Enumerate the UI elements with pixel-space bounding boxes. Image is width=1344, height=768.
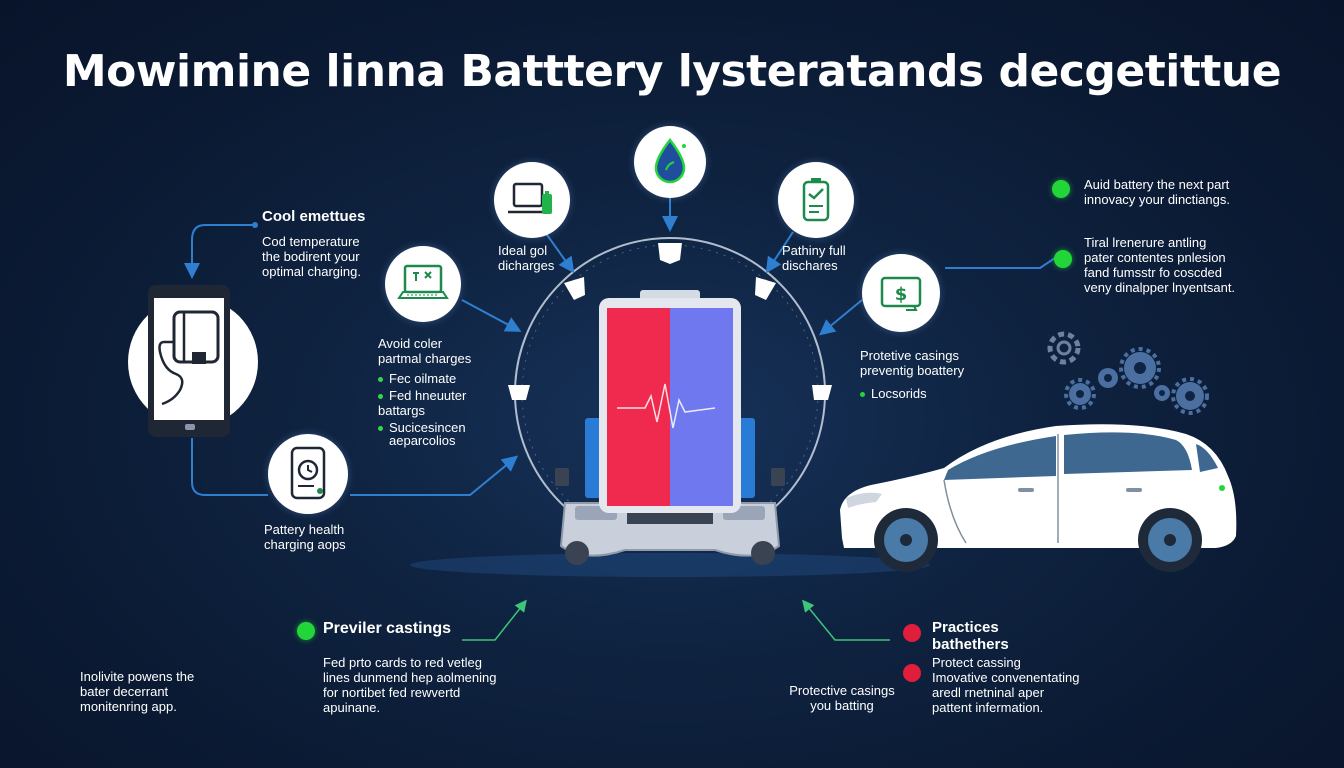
avoid-text: Avoid coler partmal charges <box>378 336 471 366</box>
protect-dot <box>903 664 921 682</box>
laptop-icon <box>494 162 570 238</box>
car-icon <box>836 418 1242 578</box>
protect-text: Protect cassing Imovative convenentating… <box>932 655 1079 715</box>
cool-line: the bodirent your <box>262 249 360 264</box>
phone-charging-icon <box>128 282 258 442</box>
avid-dot <box>1052 180 1070 198</box>
protective-right-text: Protetive casings preventig boattery <box>860 348 964 378</box>
protective-bullet: Locsorids <box>860 386 927 401</box>
previler-heading: Previler castings <box>323 620 452 637</box>
cool-line: Cod temperature <box>262 234 360 249</box>
bullet-item: Fec oilmate <box>378 371 488 386</box>
practices-line: bathethers <box>932 636 1009 653</box>
health-line: charging aops <box>264 537 346 552</box>
monitor-icon <box>385 246 461 322</box>
avoid-line: partmal charges <box>378 351 472 366</box>
avoid-bullets: Fec oilmate Fed hneuuter battargs Sucice… <box>378 371 488 437</box>
practices-dot <box>903 624 921 642</box>
previler-line: lines dunmend hep aolmening <box>323 670 497 685</box>
previler-line: Fed prto cards to red vetleg <box>323 655 482 670</box>
bullet-item: Sucicesincen <box>378 420 488 435</box>
ideal-text: Ideal gol dicharges <box>498 243 554 273</box>
far-left-line: bater decerrant <box>80 684 169 699</box>
trial-line: pater contentes pnlesion <box>1084 250 1226 265</box>
bullet-item: Fed hneuuter battargs <box>378 388 467 418</box>
avid-line: innovacy your dinctiangs. <box>1084 192 1230 207</box>
practices-heading: Practices bathethers <box>932 619 1009 653</box>
svg-text:$: $ <box>895 284 908 305</box>
previler-line: for nortibet fed rewvertd <box>323 685 461 700</box>
protect-line: Imovative convenentating <box>932 670 1080 685</box>
page-title: Mowimine linna Batttery lysteratands dec… <box>62 46 1282 97</box>
gears-icon <box>1030 318 1210 418</box>
avoid-extra: aeparcolios <box>389 433 456 448</box>
avid-text: Auid battery the next part innovacy your… <box>1084 177 1230 207</box>
trial-text: Tiral lrenerure antling pater contentes … <box>1084 235 1235 295</box>
partial-text: Pathiny full dischares <box>782 243 846 273</box>
practices-line: Practices <box>932 619 999 636</box>
trial-line: fand fumsstr fo coscded <box>1084 265 1223 280</box>
avid-line: Auid battery the next part <box>1084 177 1230 192</box>
partial-line: dischares <box>782 258 838 273</box>
dollar-icon: $ <box>862 254 940 332</box>
cool-text: Cod temperature the bodirent your optima… <box>262 234 361 279</box>
protective-line: Protective casings <box>789 683 895 698</box>
health-line: Pattery health <box>264 522 345 537</box>
water-drop-icon <box>634 126 706 198</box>
battery-icon <box>555 288 785 573</box>
protective-bottom-text: Protective casings you batting <box>786 683 898 713</box>
protective-line: preventig boattery <box>860 363 965 378</box>
battery-check-icon <box>778 162 854 238</box>
ideal-line: Ideal gol <box>498 243 548 258</box>
previler-text: Fed prto cards to red vetleg lines dunme… <box>323 655 496 715</box>
trial-dot <box>1054 250 1072 268</box>
health-text: Pattery health charging aops <box>264 522 346 552</box>
far-left-line: monitenring app. <box>80 699 177 714</box>
cool-line: optimal charging. <box>262 264 361 279</box>
cool-heading: Cool emettues <box>262 208 366 225</box>
protect-line: aredl rnetninal aper <box>932 685 1045 700</box>
previler-dot <box>297 622 315 640</box>
protect-line: Protect cassing <box>932 655 1021 670</box>
protective-line: Protetive casings <box>860 348 959 363</box>
far-left-text: Inolivite powens the bater decerrant mon… <box>80 669 194 714</box>
avoid-line: Avoid coler <box>378 336 443 351</box>
trial-line: veny dinalpper lnyentsant. <box>1084 280 1236 295</box>
protect-line: pattent infermation. <box>932 700 1044 715</box>
trial-line: Tiral lrenerure antling <box>1084 235 1207 250</box>
previler-line: apuinane. <box>323 700 381 715</box>
ideal-line: dicharges <box>498 258 555 273</box>
partial-line: Pathiny full <box>782 243 846 258</box>
protective-line: you batting <box>810 698 874 713</box>
health-app-icon <box>268 434 348 514</box>
far-left-line: Inolivite powens the <box>80 669 195 684</box>
